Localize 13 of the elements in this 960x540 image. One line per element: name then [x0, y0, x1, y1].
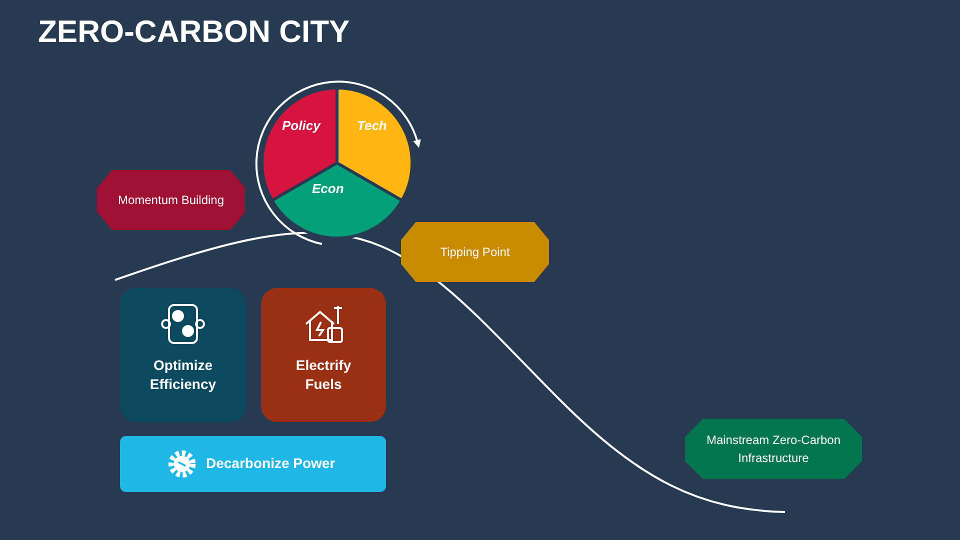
label-tag: Tipping Point	[401, 222, 549, 282]
card-title: Optimize Efficiency	[148, 356, 218, 394]
step-card	[261, 288, 386, 422]
slice-label: Tech	[357, 118, 387, 133]
card-title: Electrify Fuels	[294, 356, 352, 394]
title: ZERO-CARBON CITY	[38, 14, 350, 50]
label-tag: Momentum Building	[97, 170, 245, 230]
label-tag: Mainstream Zero-Carbon Infrastructure	[685, 419, 862, 479]
slice-label: Econ	[312, 181, 344, 196]
step-bar	[120, 436, 386, 492]
slice-label: Policy	[282, 118, 320, 133]
step-card	[120, 288, 246, 422]
bar-title: Decarbonize Power	[206, 455, 336, 471]
